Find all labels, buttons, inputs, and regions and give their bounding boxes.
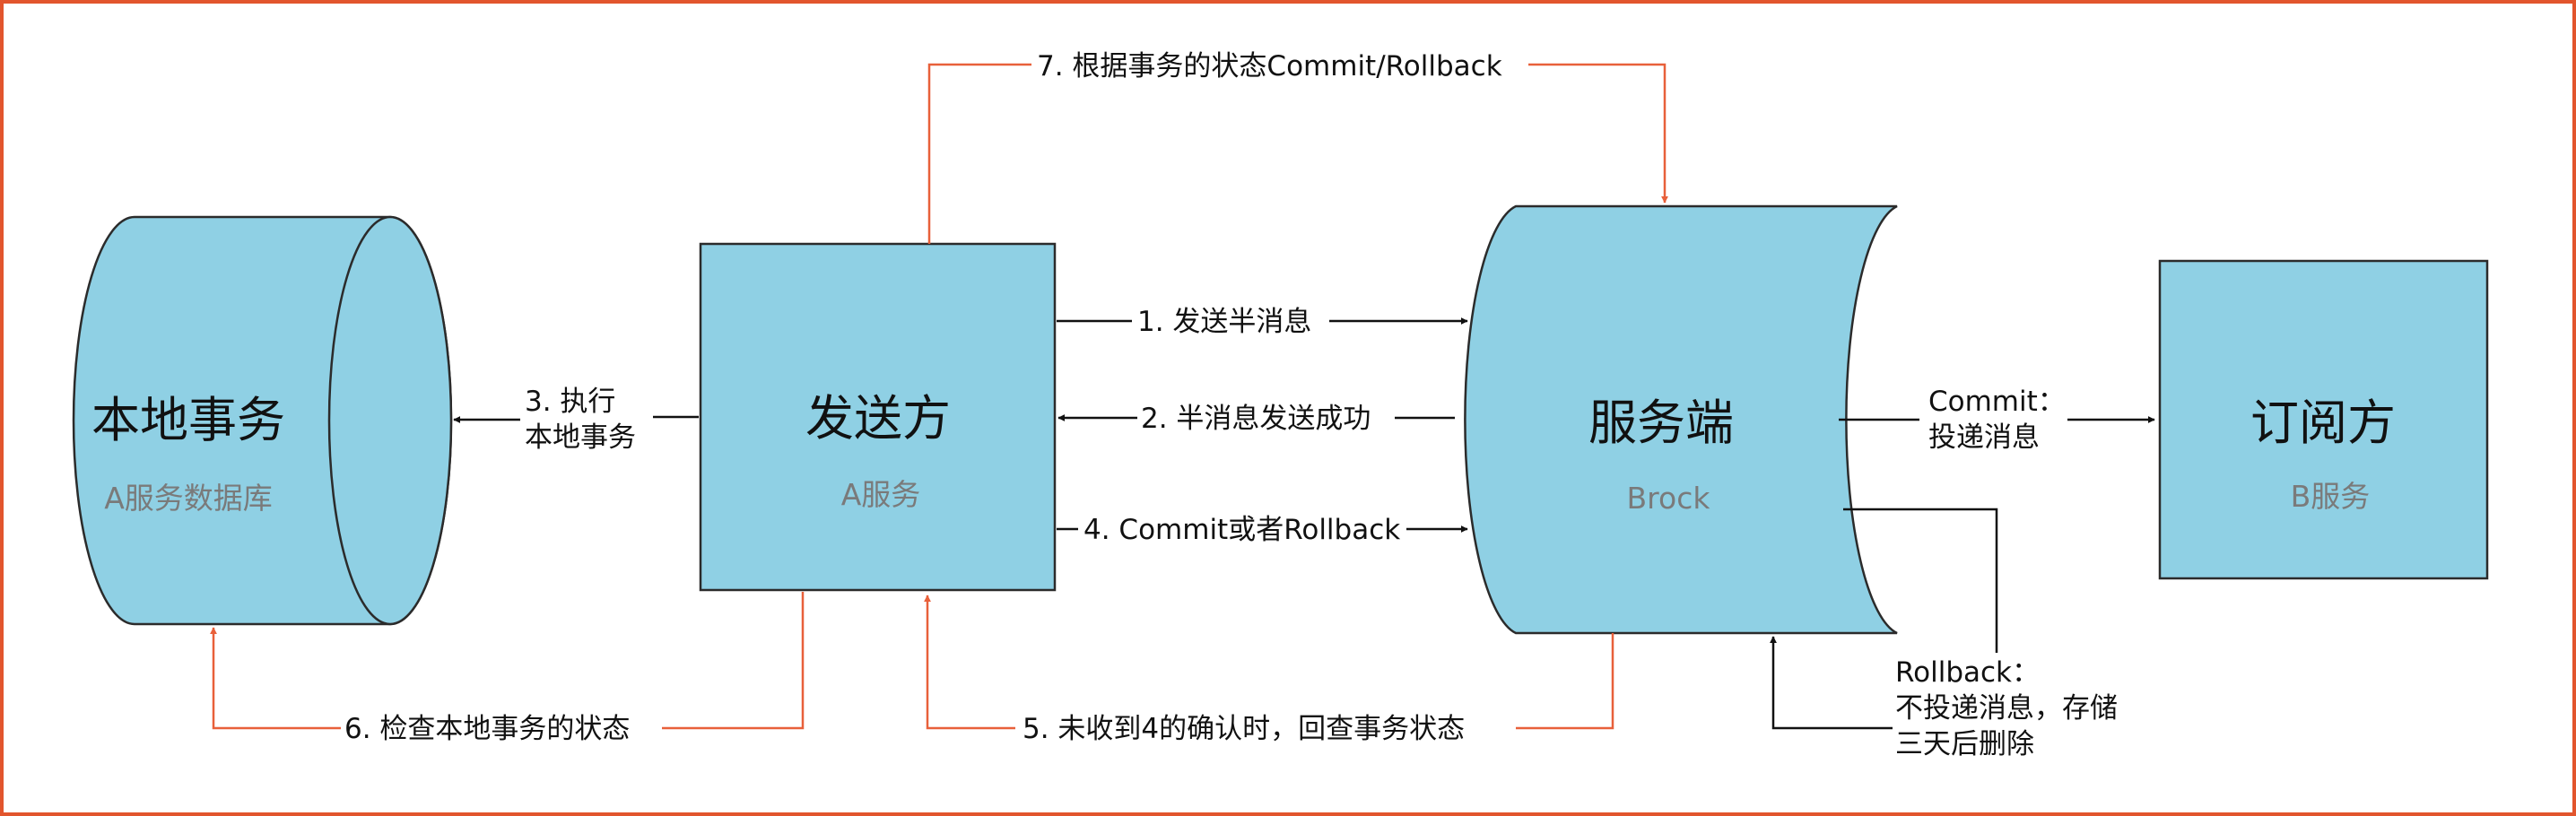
edge-step5-label: 5. 未收到4的确认时，回查事务状态 bbox=[1023, 713, 1465, 745]
sender-subtitle: A服务 bbox=[841, 477, 921, 512]
edge-step2-label: 2. 半消息发送成功 bbox=[1141, 403, 1371, 435]
subscriber-title: 订阅方 bbox=[2250, 395, 2396, 451]
sender-title: 发送方 bbox=[805, 390, 951, 447]
edge-step5-line-a bbox=[1516, 633, 1614, 730]
local-transaction-cylinder-cap bbox=[327, 215, 453, 626]
local-transaction-subtitle: A服务数据库 bbox=[104, 481, 273, 516]
edge-step6: 6. 检查本地事务的状态 bbox=[210, 592, 805, 745]
edge-rollback-label-line2: 不投递消息，存储 bbox=[1895, 692, 2118, 725]
edge-rollback-line-b bbox=[1770, 636, 1893, 730]
edge-step4-label: 4. Commit或者Rollback bbox=[1083, 514, 1400, 546]
edge-commit-label-line2: 投递消息 bbox=[1928, 421, 2040, 454]
edge-step1-label: 1. 发送半消息 bbox=[1137, 306, 1311, 338]
server-subtitle: Brock bbox=[1627, 481, 1711, 516]
subscriber-box bbox=[2158, 259, 2489, 580]
edge-commit-label-line1: Commit： bbox=[1928, 386, 2066, 418]
node-subscriber: 订阅方 B服务 bbox=[2158, 259, 2489, 580]
edge-step2: 2. 半消息发送成功 bbox=[1057, 403, 1455, 435]
edge-rollback: Rollback： 不投递消息，存储 三天后删除 bbox=[1770, 508, 2118, 760]
node-server: 服务端 Brock bbox=[1464, 204, 1898, 635]
edge-step4: 4. Commit或者Rollback bbox=[1057, 514, 1468, 546]
sender-box bbox=[699, 242, 1057, 592]
local-transaction-title: 本地事务 bbox=[91, 392, 285, 448]
node-local-transaction: 本地事务 A服务数据库 bbox=[72, 215, 453, 626]
edge-step7-line-b bbox=[1528, 63, 1668, 204]
subscriber-subtitle: B服务 bbox=[2291, 479, 2371, 514]
edge-rollback-label-line3: 三天后删除 bbox=[1895, 728, 2034, 760]
edge-step7: 7. 根据事务的状态Commit/Rollback bbox=[927, 50, 1668, 244]
edge-step5: 5. 未收到4的确认时，回查事务状态 bbox=[924, 595, 1614, 745]
edge-rollback-line-a bbox=[1843, 508, 1998, 653]
edge-step6-label: 6. 检查本地事务的状态 bbox=[344, 713, 630, 745]
edge-commit: Commit： 投递消息 bbox=[1839, 386, 2155, 454]
edge-step5-line-b bbox=[924, 595, 1015, 730]
edge-step1: 1. 发送半消息 bbox=[1057, 306, 1468, 338]
edge-step6-line-b bbox=[210, 627, 341, 730]
node-sender: 发送方 A服务 bbox=[699, 242, 1057, 592]
edge-step3-label-line1: 3. 执行 bbox=[525, 386, 615, 418]
edge-step3: 3. 执行 本地事务 bbox=[453, 386, 699, 454]
server-queue-shape bbox=[1464, 204, 1898, 635]
edge-step7-line-a bbox=[927, 63, 1031, 244]
edge-step3-label-line2: 本地事务 bbox=[525, 421, 636, 454]
edge-step6-line-a bbox=[662, 592, 805, 730]
edge-step7-label: 7. 根据事务的状态Commit/Rollback bbox=[1037, 50, 1502, 82]
edge-rollback-label-line1: Rollback： bbox=[1895, 656, 2040, 689]
server-title: 服务端 bbox=[1588, 395, 1734, 451]
